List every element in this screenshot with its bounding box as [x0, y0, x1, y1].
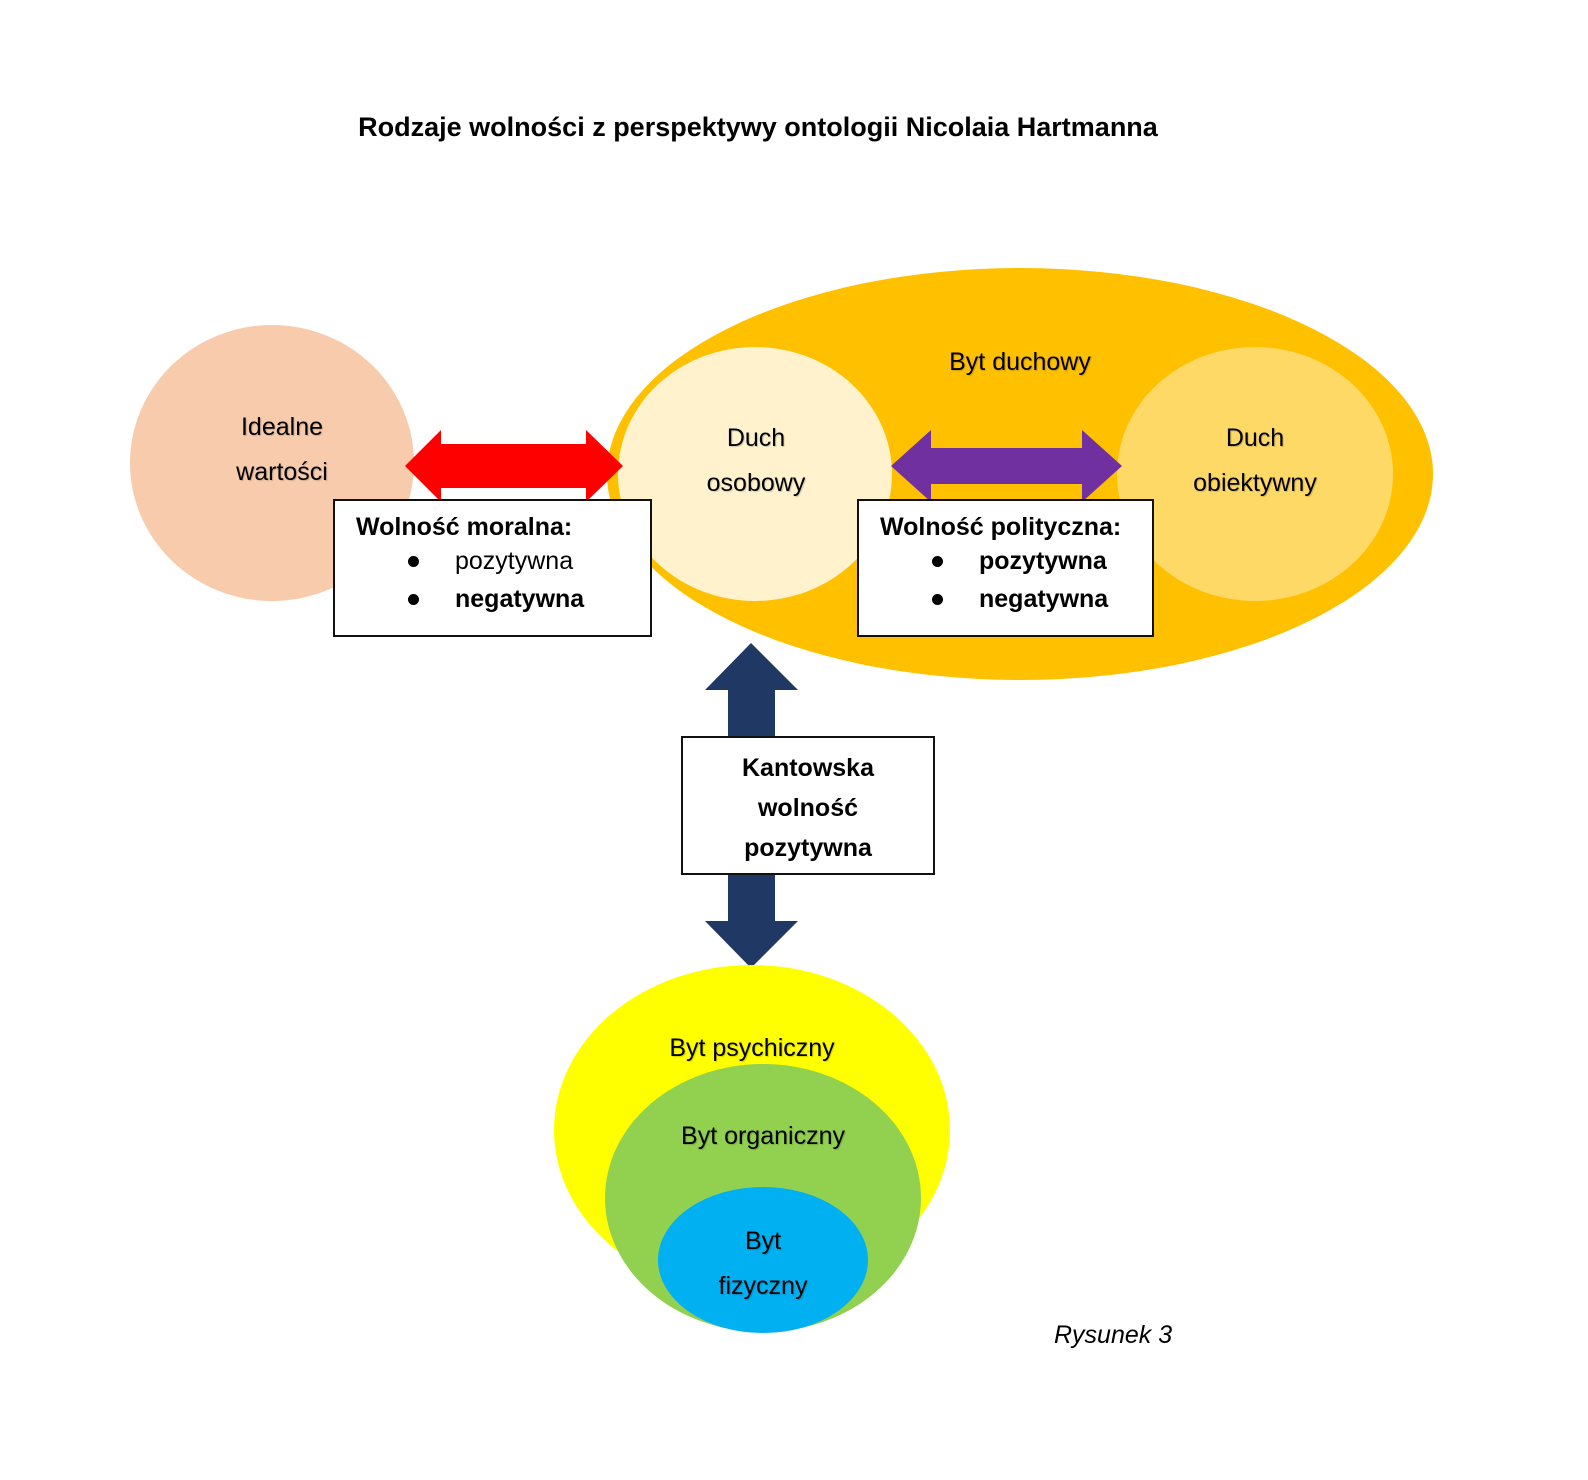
bullet-icon — [932, 556, 943, 567]
personal-spirit-line-1: Duch — [726, 424, 786, 452]
bullet-icon — [408, 594, 419, 605]
kantian-freedom-box: Kantowska wolność pozytywna — [681, 736, 935, 875]
personal-spirit-label: Duch osobowy — [656, 416, 856, 506]
moral-freedom-box: Wolność moralna: pozytywna negatywna — [333, 499, 652, 637]
moral-freedom-item-label: negatywna — [455, 585, 585, 613]
diagram-title: Rodzaje wolności z perspektywy ontologii… — [358, 112, 1158, 142]
moral-freedom-item-label: pozytywna — [455, 547, 574, 575]
spiritual-being-label: Byt duchowy — [949, 348, 1091, 376]
physical-being-label: Byt fizyczny — [663, 1219, 863, 1309]
objective-spirit-line-1: Duch — [1225, 424, 1285, 452]
physical-being-ellipse — [658, 1187, 868, 1333]
personal-spirit-circle — [618, 347, 892, 601]
moral-freedom-arrow — [405, 430, 623, 502]
political-freedom-item-positive: pozytywna — [880, 542, 1152, 580]
ideal-values-line-1: Idealne — [240, 413, 324, 441]
moral-freedom-list: pozytywna negatywna — [356, 542, 650, 618]
bullet-icon — [408, 556, 419, 567]
psychic-being-label: Byt psychiczny — [669, 1034, 835, 1062]
objective-spirit-label: Duch obiektywny — [1145, 416, 1365, 506]
kantian-freedom-line-3: pozytywna — [744, 834, 872, 862]
kantian-freedom-line-2: wolność — [757, 794, 858, 822]
objective-spirit-line-2: obiektywny — [1193, 469, 1317, 497]
ideal-values-label: Idealne wartości — [182, 405, 382, 495]
moral-freedom-item-positive: pozytywna — [356, 542, 650, 580]
political-freedom-item-label: negatywna — [979, 585, 1109, 613]
moral-freedom-heading: Wolność moralna: — [356, 513, 573, 541]
ideal-values-line-2: wartości — [236, 458, 328, 486]
objective-spirit-circle — [1117, 347, 1393, 601]
political-freedom-item-negative: negatywna — [880, 580, 1152, 618]
figure-caption: Rysunek 3 — [1054, 1321, 1173, 1349]
political-freedom-list: pozytywna negatywna — [880, 542, 1152, 618]
organic-being-label: Byt organiczny — [681, 1122, 845, 1150]
kantian-freedom-line-1: Kantowska — [742, 754, 874, 782]
political-freedom-heading: Wolność polityczna: — [880, 513, 1122, 541]
physical-being-line-1: Byt — [744, 1227, 782, 1255]
personal-spirit-line-2: osobowy — [706, 469, 806, 497]
moral-freedom-item-negative: negatywna — [356, 580, 650, 618]
political-freedom-item-label: pozytywna — [979, 547, 1107, 575]
bullet-icon — [932, 594, 943, 605]
physical-being-line-2: fizyczny — [718, 1272, 808, 1300]
political-freedom-box: Wolność polityczna: pozytywna negatywna — [857, 499, 1154, 637]
political-freedom-arrow — [891, 430, 1122, 502]
